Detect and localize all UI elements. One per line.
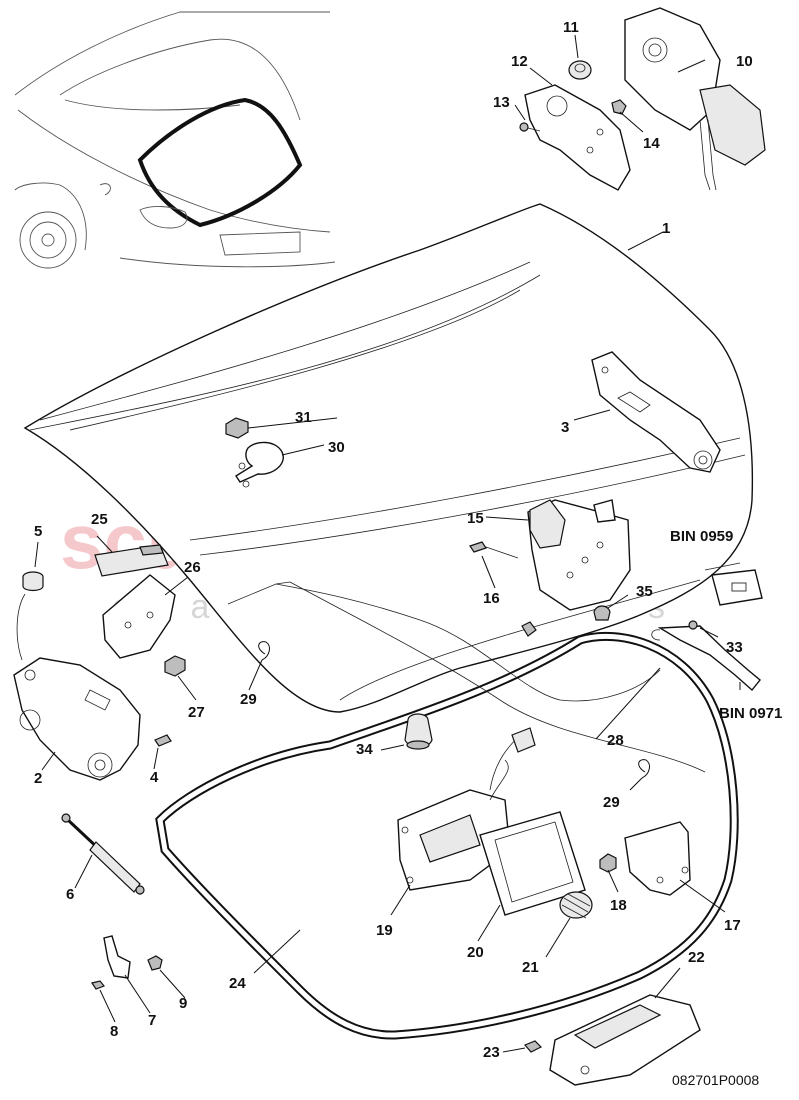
callout-24: 24	[229, 975, 246, 992]
latch-bracket	[102, 574, 186, 677]
callout-34: 34	[356, 741, 373, 758]
callout-31: 31	[295, 409, 312, 426]
switch-bin-0959	[704, 562, 763, 606]
grille-cap	[559, 891, 593, 919]
callout-10: 10	[736, 53, 753, 70]
callout-20: 20	[467, 944, 484, 961]
callout-22: 22	[688, 949, 705, 966]
hinge-right	[591, 351, 721, 473]
gasket	[479, 811, 586, 916]
callout-25: 25	[91, 511, 108, 528]
callout-33: 33	[726, 639, 743, 656]
callout-30: 30	[328, 439, 345, 456]
callout-14: 14	[643, 135, 660, 152]
car-reference-sketch	[14, 11, 336, 269]
callout-11: 11	[563, 19, 579, 36]
callout-8: 8	[110, 1023, 118, 1040]
callout-5: 5	[34, 523, 42, 540]
callout-18: 18	[610, 897, 627, 914]
bin-label-0959: BIN 0959	[670, 528, 733, 545]
leader-lines	[34, 34, 741, 1053]
callout-12: 12	[511, 53, 528, 70]
callout-labels: 1 2 3 4 5 6 7 8 9 10 11 12 13 14 15 16 1…	[34, 19, 753, 1061]
bin-label-0971: BIN 0971	[719, 705, 782, 722]
callout-17: 17	[724, 917, 741, 934]
callout-4: 4	[150, 769, 159, 786]
gas-strut	[61, 813, 145, 895]
lid-lock-actuator	[469, 499, 631, 637]
clip-and-bracket	[599, 821, 691, 896]
lid-harness	[651, 620, 761, 692]
motor-assembly	[519, 7, 766, 191]
callout-29b: 29	[603, 794, 620, 811]
document-number: 082701P0008	[672, 1072, 759, 1088]
lid-seal	[155, 631, 739, 1040]
callout-15: 15	[467, 510, 484, 527]
grommet	[404, 713, 433, 750]
callout-28: 28	[607, 732, 624, 749]
callout-23: 23	[483, 1044, 500, 1061]
small-bracket	[91, 935, 163, 990]
camera-assembly	[397, 727, 536, 891]
callout-2: 2	[34, 770, 42, 787]
cable-clamp	[225, 417, 284, 488]
callout-6: 6	[66, 886, 74, 903]
callout-7: 7	[148, 1012, 156, 1029]
callout-19: 19	[376, 922, 393, 939]
callout-1: 1	[662, 220, 670, 237]
callout-35: 35	[636, 583, 653, 600]
handle-emblem	[94, 544, 169, 577]
callout-13: 13	[493, 94, 510, 111]
callout-27: 27	[188, 704, 205, 721]
callout-9: 9	[179, 995, 187, 1012]
callout-29a: 29	[240, 691, 257, 708]
callout-21: 21	[522, 959, 539, 976]
rubber-bumper	[16, 571, 44, 661]
callout-16: 16	[483, 590, 500, 607]
bowden-cable	[227, 581, 706, 779]
callout-3: 3	[561, 419, 569, 436]
hinge-left	[13, 657, 172, 781]
callout-26: 26	[184, 559, 201, 576]
